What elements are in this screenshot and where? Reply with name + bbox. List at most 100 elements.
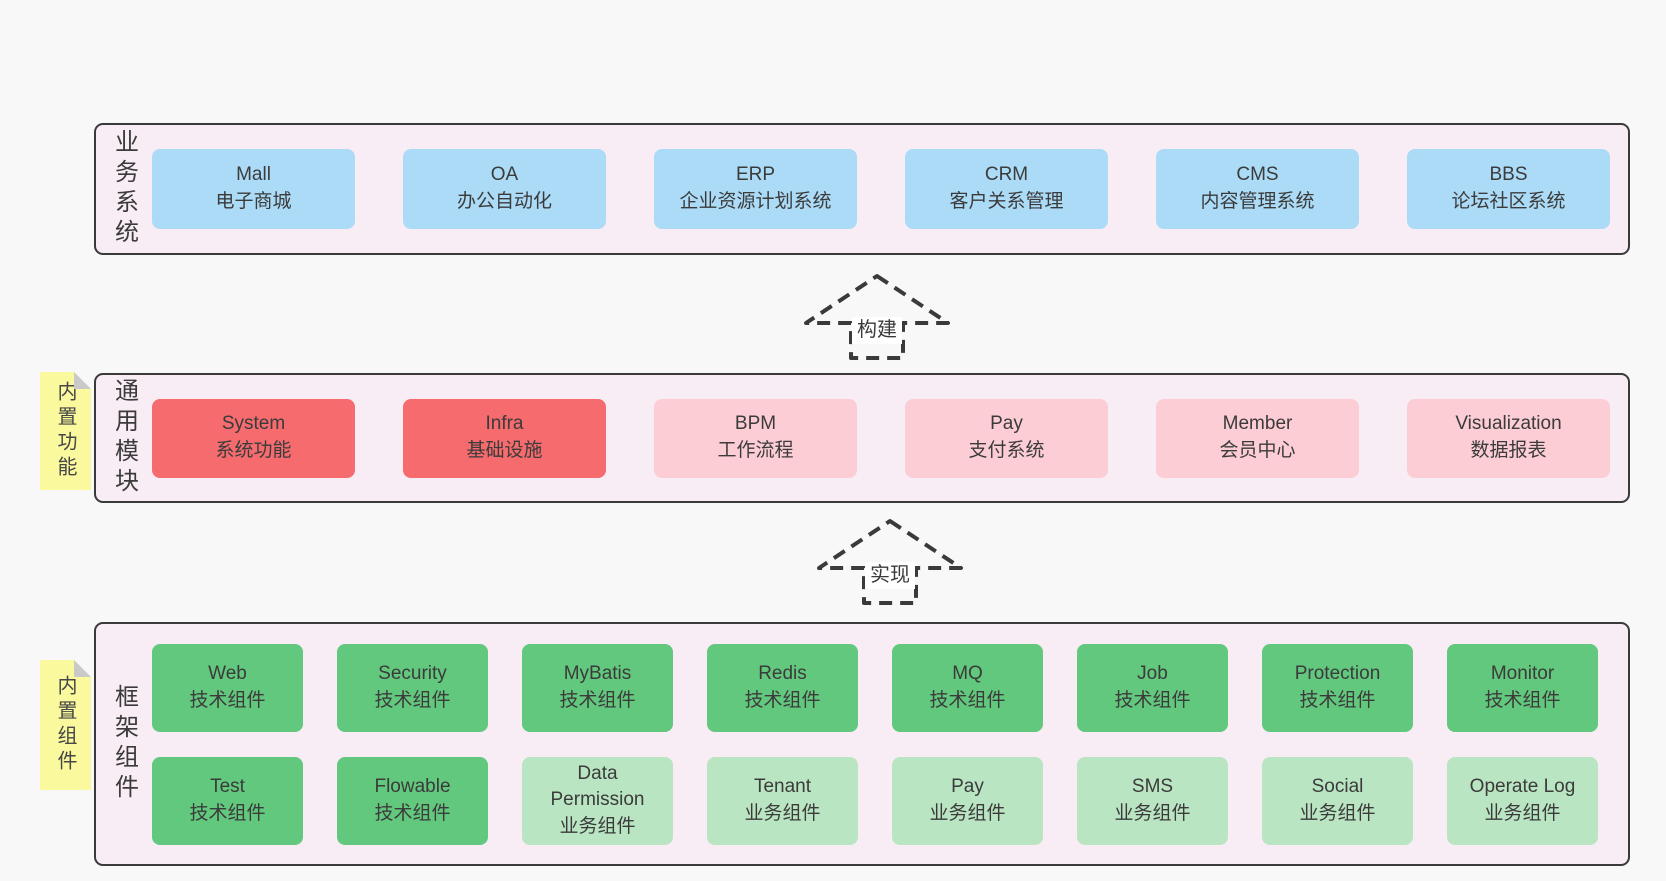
layer-label-common-modules: 通用模块	[110, 378, 138, 498]
box-cms: CMS 内容管理系统	[1156, 149, 1359, 229]
box-crm: CRM 客户关系管理	[905, 149, 1108, 229]
box-subtitle: 业务组件	[929, 802, 1006, 824]
box-erp: ERP 企业资源计划系统	[654, 149, 857, 229]
box-mall: Mall 电子商城	[152, 149, 355, 229]
box-flowable: Flowable 技术组件	[337, 756, 488, 845]
dashed-up-arrow-icon	[817, 519, 963, 605]
implement-arrow-label: 实现	[865, 562, 915, 589]
box-subtitle: 业务组件	[1114, 802, 1191, 824]
box-name: SMS	[1131, 776, 1174, 798]
box-name: CRM	[984, 164, 1029, 186]
box-subtitle: 办公自动化	[456, 191, 552, 212]
box-sms: SMS 业务组件	[1077, 756, 1228, 845]
box-name: CMS	[1236, 164, 1279, 186]
box-subtitle: 论坛社区系统	[1451, 191, 1566, 212]
box-name: Visualization	[1455, 413, 1562, 435]
box-subtitle: 客户关系管理	[949, 191, 1064, 212]
box-monitor: Monitor 技术组件	[1447, 643, 1598, 732]
sticky-note-builtin-features: 内置功能	[40, 372, 91, 490]
box-name: ERP	[735, 164, 776, 186]
box-mq: MQ 技术组件	[892, 643, 1043, 732]
box-name: Member	[1222, 413, 1293, 435]
framework-components-row-2: Test 技术组件 Flowable 技术组件 Data Permission 业务组件 T…	[152, 756, 1598, 845]
box-subtitle: 会员中心	[1219, 440, 1296, 461]
box-subtitle: 基础设施	[466, 440, 543, 461]
box-name: Infra	[485, 413, 524, 435]
box-member: Member 会员中心	[1156, 398, 1359, 478]
layer-label-framework-components: 框架组件	[110, 684, 138, 804]
box-subtitle: 技术组件	[929, 689, 1006, 711]
box-bbs: BBS 论坛社区系统	[1407, 149, 1610, 229]
box-subtitle: 技术组件	[1484, 689, 1561, 711]
box-subtitle: 技术组件	[1114, 689, 1191, 711]
box-name: Security	[378, 663, 447, 685]
sticky-note-text: 内置组件	[54, 675, 76, 775]
folded-corner-icon	[74, 372, 91, 389]
box-subtitle: 电子商城	[215, 191, 292, 212]
box-subtitle: 业务组件	[1299, 802, 1376, 824]
box-name: BPM	[734, 413, 777, 435]
box-security: Security 技术组件	[337, 643, 488, 732]
box-job: Job 技术组件	[1077, 643, 1228, 732]
implement-arrow: 实现	[815, 518, 965, 606]
build-arrow-label: 构建	[852, 317, 902, 344]
business-systems-row: Mall 电子商城 OA 办公自动化 ERP 企业资源计划系统 CRM 客户关系管理 CMS 内容…	[152, 125, 1628, 253]
folded-corner-icon	[74, 660, 91, 677]
box-name: Job	[1137, 663, 1168, 685]
box-subtitle: 技术组件	[189, 802, 266, 824]
box-subtitle: 企业资源计划系统	[679, 191, 832, 212]
box-subtitle: 数据报表	[1470, 440, 1547, 461]
box-test: Test 技术组件	[152, 756, 303, 845]
box-name: Monitor	[1490, 663, 1555, 685]
box-subtitle: 系统功能	[215, 440, 292, 461]
box-subtitle: 业务组件	[1484, 802, 1561, 824]
box-visualization: Visualization 数据报表	[1407, 398, 1610, 478]
box-subtitle: 技术组件	[1299, 689, 1376, 711]
box-name: Flowable	[374, 776, 451, 798]
box-name: OA	[490, 164, 519, 186]
dashed-up-arrow-icon	[804, 274, 950, 360]
box-name: Tenant	[753, 776, 812, 798]
box-oa: OA 办公自动化	[403, 149, 606, 229]
box-operate-log: Operate Log 业务组件	[1447, 756, 1598, 845]
box-name: Operate Log	[1469, 776, 1576, 798]
box-subtitle: 业务组件	[559, 815, 636, 837]
box-subtitle: 业务组件	[744, 802, 821, 824]
box-redis: Redis 技术组件	[707, 643, 858, 732]
sticky-note-text: 内置功能	[54, 381, 76, 481]
box-web: Web 技术组件	[152, 643, 303, 732]
box-subtitle: 技术组件	[374, 689, 451, 711]
box-name: Data Permission	[550, 763, 645, 811]
box-data-permission: Data Permission 业务组件	[522, 756, 673, 845]
box-subtitle: 技术组件	[189, 689, 266, 711]
box-name: Pay	[990, 413, 1023, 435]
box-subtitle: 内容管理系统	[1200, 191, 1315, 212]
build-arrow: 构建	[802, 273, 952, 361]
box-name: Test	[210, 776, 245, 798]
box-system: System 系统功能	[152, 398, 355, 478]
box-name: Pay	[951, 776, 984, 798]
box-subtitle: 技术组件	[374, 802, 451, 824]
box-name: BBS	[1489, 164, 1528, 186]
box-subtitle: 技术组件	[559, 689, 636, 711]
box-infra: Infra 基础设施	[403, 398, 606, 478]
box-pay: Pay 业务组件	[892, 756, 1043, 845]
box-name: System	[221, 413, 286, 435]
box-name: Protection	[1294, 663, 1381, 685]
box-name: Mall	[236, 164, 271, 186]
box-subtitle: 技术组件	[744, 689, 821, 711]
box-name: Web	[208, 663, 247, 685]
box-name: MQ	[952, 663, 983, 685]
sticky-note-builtin-components: 内置组件	[40, 660, 91, 790]
box-name: Redis	[758, 663, 807, 685]
